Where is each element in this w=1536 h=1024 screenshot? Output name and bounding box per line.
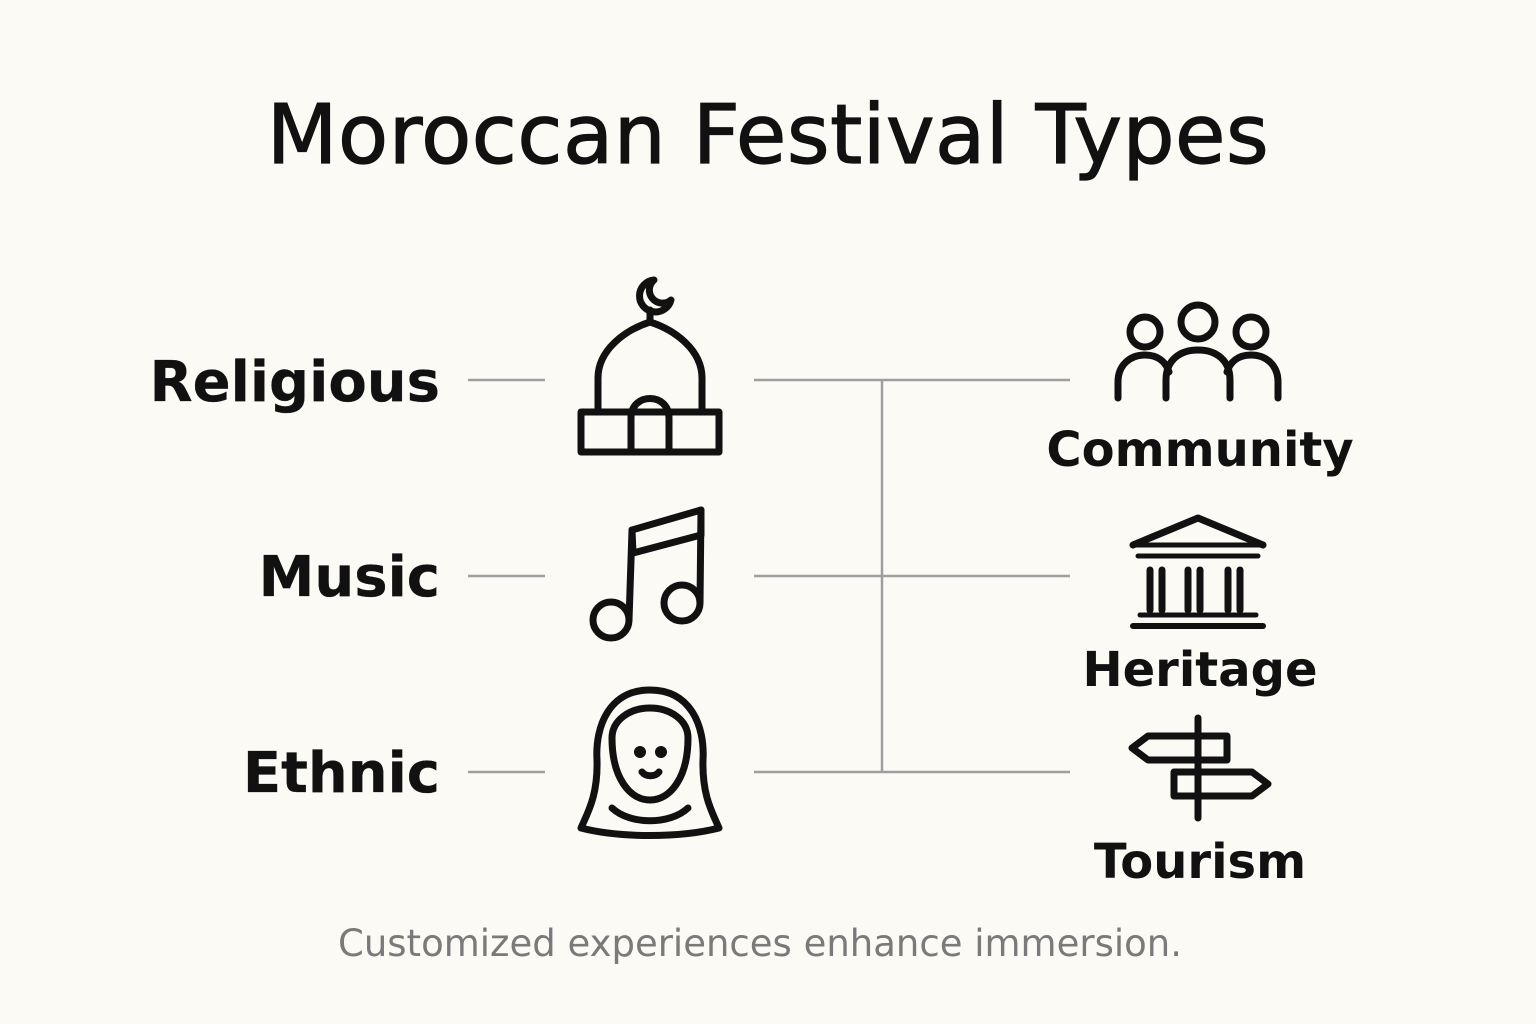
signpost-icon <box>1128 714 1272 822</box>
label-religious: Religious <box>149 350 440 415</box>
label-music: Music <box>258 545 441 610</box>
page-title: Moroccan Festival Types <box>266 87 1270 183</box>
label-community: Community <box>1046 422 1354 478</box>
hijab-person-icon <box>577 686 723 839</box>
music-note-icon <box>589 506 705 642</box>
caption: Customized experiences enhance immersion… <box>338 922 1182 965</box>
label-ethnic: Ethnic <box>242 741 440 806</box>
label-heritage: Heritage <box>1082 642 1318 698</box>
classical-building-icon <box>1129 514 1267 629</box>
people-group-icon <box>1114 301 1282 402</box>
mosque-icon <box>577 276 723 456</box>
label-tourism: Tourism <box>1093 834 1307 890</box>
